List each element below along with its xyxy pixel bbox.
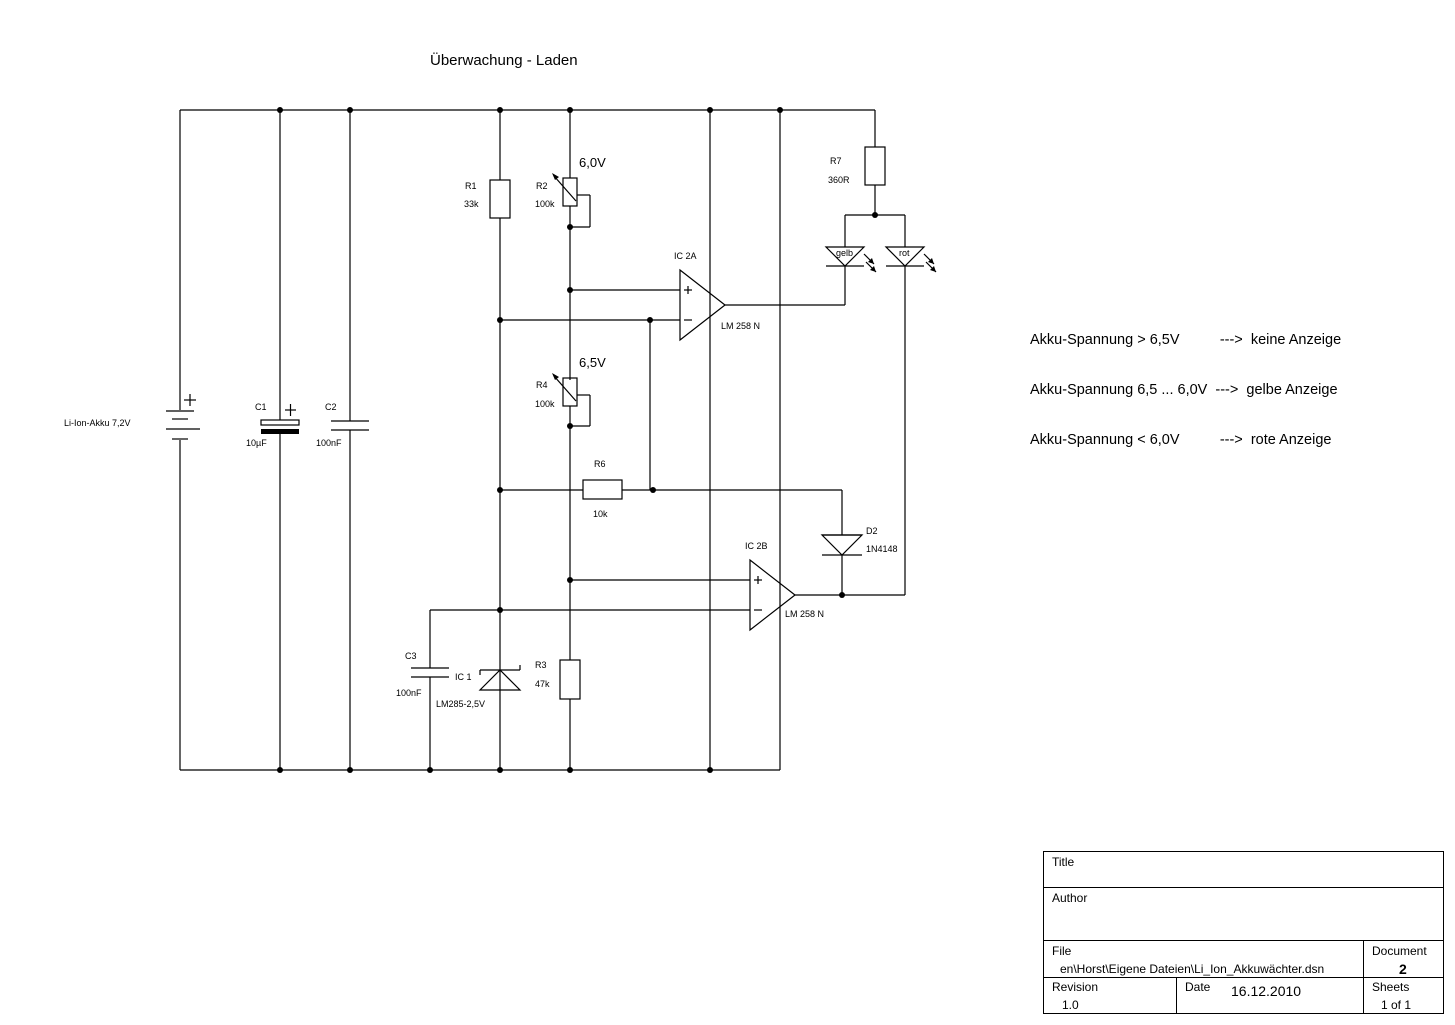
- led-red-label: rot: [899, 248, 910, 258]
- revision-label: Revision: [1052, 980, 1099, 994]
- d2-ref: D2: [866, 526, 878, 536]
- ic2b-value: LM 258 N: [785, 609, 824, 619]
- battery-symbol: [166, 110, 200, 770]
- r2-value: 100k: [535, 199, 555, 209]
- r7-value: 360R: [828, 175, 850, 185]
- r4-setting: 6,5V: [579, 355, 606, 370]
- ic2b-ref: IC 2B: [745, 541, 768, 551]
- r7-resistor: [845, 110, 905, 216]
- r4-ref: R4: [536, 380, 548, 390]
- c3-value: 100nF: [396, 688, 422, 698]
- date-label: Date: [1185, 980, 1211, 994]
- file-label: File: [1052, 944, 1072, 958]
- r2-setting: 6,0V: [579, 155, 606, 170]
- ic1-reference-diode: [478, 665, 522, 691]
- date-value: 16.12.2010: [1231, 983, 1302, 999]
- r7-ref: R7: [830, 156, 842, 166]
- junction-dots: [277, 107, 878, 773]
- c3-ref: C3: [405, 651, 417, 661]
- battery-label: Li-Ion-Akku 7,2V: [64, 418, 131, 428]
- c1-capacitor: [260, 110, 300, 770]
- r4-potentiometer: [552, 373, 591, 660]
- title-label: Title: [1052, 855, 1075, 869]
- r3-value: 47k: [535, 679, 550, 689]
- author-label: Author: [1052, 891, 1088, 905]
- r2-potentiometer: [552, 110, 591, 380]
- r6-ref: R6: [594, 459, 606, 469]
- r1-value: 33k: [464, 199, 479, 209]
- r3-ref: R3: [535, 660, 547, 670]
- ic2a-ref: IC 2A: [674, 251, 697, 261]
- c2-value: 100nF: [316, 438, 342, 448]
- led-yellow-label: gelb: [836, 248, 853, 258]
- document-number: 2: [1399, 961, 1407, 977]
- note-yellow-display: Akku-Spannung 6,5 ... 6,0V ---> gelbe An…: [1030, 382, 1338, 398]
- led-yellow: [824, 215, 877, 305]
- c1-value: 10µF: [246, 438, 267, 448]
- c2-capacitor: [331, 110, 369, 770]
- sheets-value: 1 of 1: [1381, 998, 1412, 1012]
- sheets-cell: [1363, 977, 1444, 1014]
- c3-capacitor: [411, 609, 500, 770]
- c1-ref: C1: [255, 402, 267, 412]
- r6-value: 10k: [593, 509, 608, 519]
- author-cell: [1043, 887, 1444, 941]
- ic1-ref: IC 1: [455, 672, 472, 682]
- ic1-value: LM285-2,5V: [436, 699, 485, 709]
- c2-ref: C2: [325, 402, 337, 412]
- title-cell: [1043, 851, 1444, 888]
- note-no-display: Akku-Spannung > 6,5V ---> keine Anzeige: [1030, 332, 1342, 348]
- r4-value: 100k: [535, 399, 555, 409]
- note-red-display: Akku-Spannung < 6,0V ---> rote Anzeige: [1030, 432, 1332, 448]
- d2-diode: [820, 490, 864, 595]
- file-path: en\Horst\Eigene Dateien\Li_Ion_Akkuwächt…: [1060, 962, 1325, 976]
- r6-resistor: [500, 479, 842, 500]
- document-label: Document: [1372, 944, 1427, 958]
- sheets-label: Sheets: [1372, 980, 1410, 994]
- ic2a-value: LM 258 N: [721, 321, 760, 331]
- ic2a-opamp: [500, 268, 845, 342]
- r3-resistor: [559, 659, 581, 770]
- r1-ref: R1: [465, 181, 477, 191]
- led-red: [884, 215, 937, 595]
- r1-resistor: [489, 110, 511, 770]
- revision-value: 1.0: [1062, 998, 1079, 1012]
- sheet-title: Überwachung - Laden: [430, 51, 578, 69]
- opamp-supply-lines: [709, 110, 781, 770]
- r2-ref: R2: [536, 181, 548, 191]
- ic2b-opamp: [500, 558, 905, 632]
- d2-value: 1N4148: [866, 544, 898, 554]
